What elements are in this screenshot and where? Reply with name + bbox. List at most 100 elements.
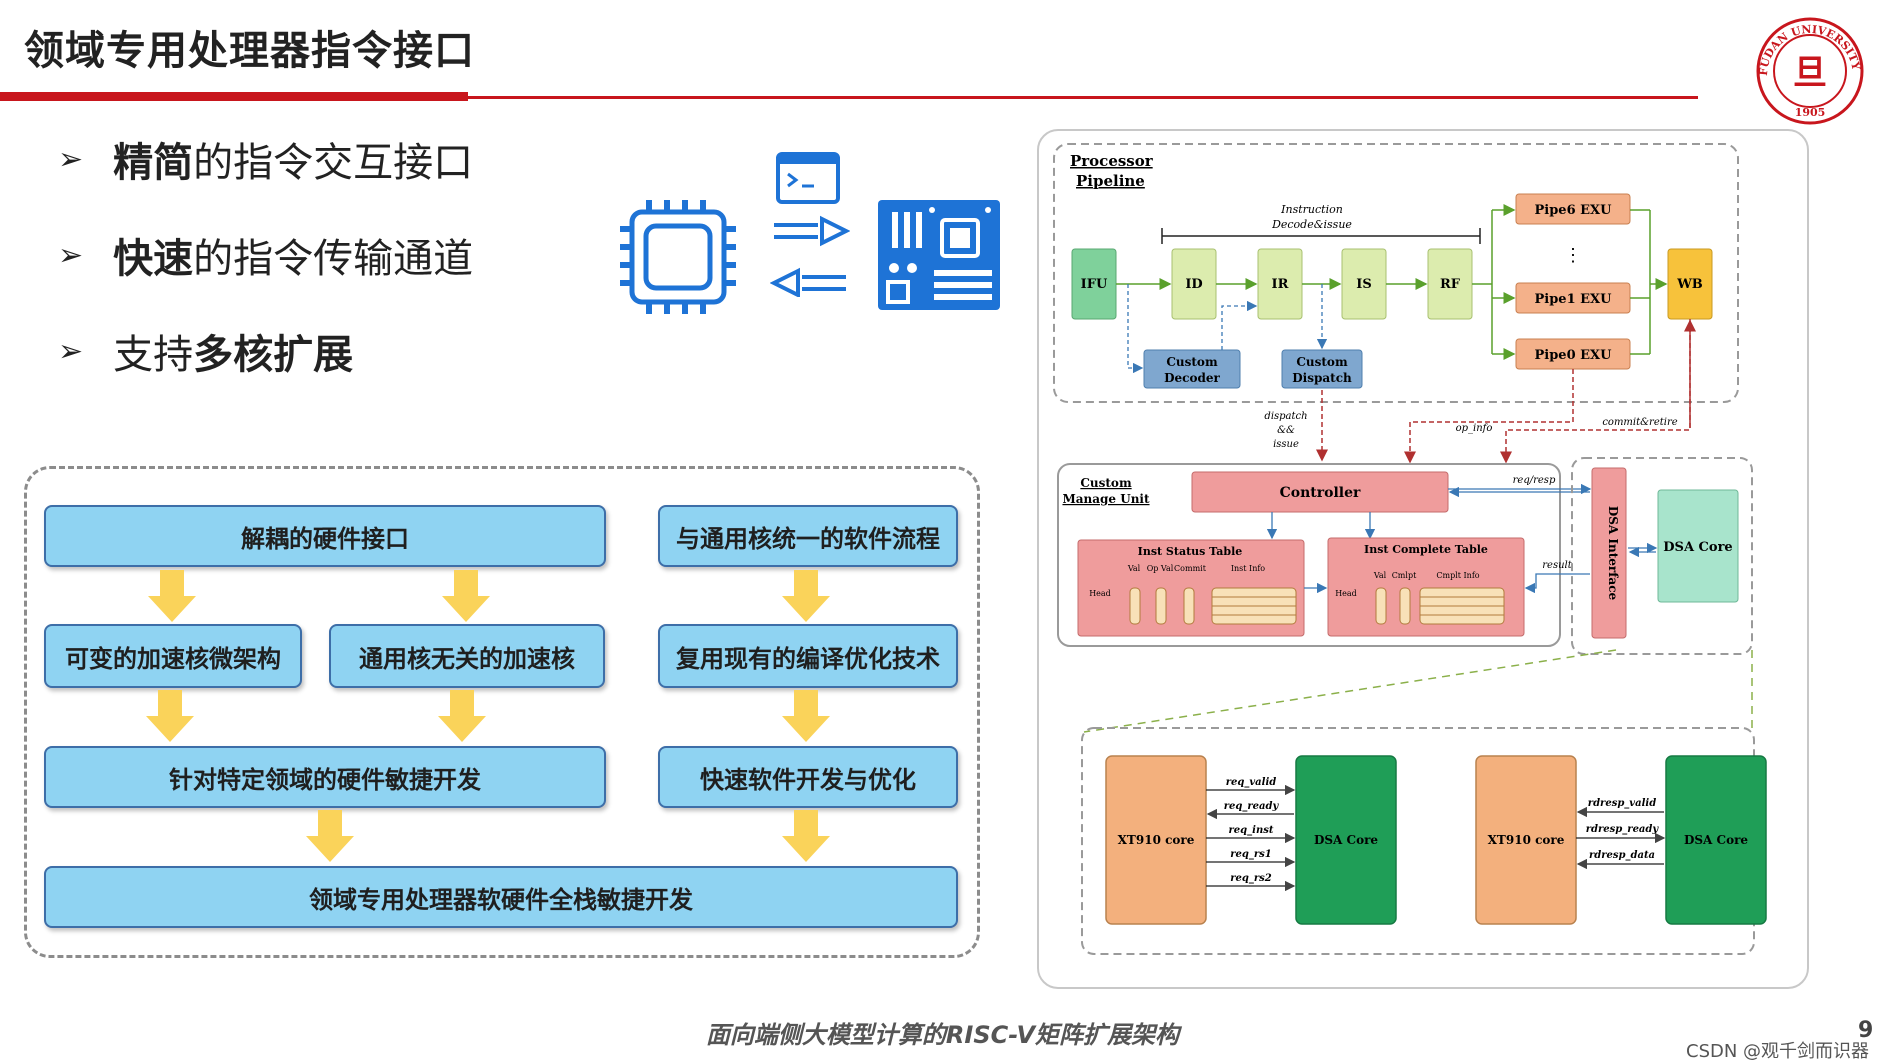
ist-col-val: Val (1127, 564, 1141, 573)
page-number: 9 (1858, 1018, 1874, 1043)
flow-frame (24, 466, 980, 958)
ist-col-info: Inst Info (1231, 564, 1265, 573)
slide-caption: 面向端侧大模型计算的RISC-V矩阵扩展架构 (705, 1021, 1180, 1049)
bidirectional-arrows-icon (770, 215, 850, 297)
cmu-title-2: Manage Unit (1062, 492, 1150, 506)
pipe6-label: Pipe6 EXU (1535, 203, 1613, 218)
flow-box-variable-accel-uarch: 可变的加速核微架构 (44, 624, 302, 688)
wb-label: WB (1676, 277, 1703, 292)
instr-decode-label-1: Instruction (1280, 203, 1343, 216)
ict-head-label: Head (1335, 589, 1357, 598)
dsa-core-label: DSA Core (1663, 540, 1732, 555)
ict-col-info: Cmplt Info (1436, 571, 1479, 580)
custom-decoder-label-1: Custom (1166, 355, 1218, 369)
signal-rdresp-valid: rdresp_valid (1588, 798, 1656, 809)
bullet-arrow-icon: ➢ (58, 237, 84, 273)
architecture-diagram: Processor Pipeline Instruction Decode&is… (1037, 129, 1809, 989)
slide-title: 领域专用处理器指令接口 (24, 28, 475, 74)
chip-icon (620, 200, 736, 314)
flow-box-fullstack-agile: 领域专用处理器软硬件全栈敏捷开发 (44, 866, 958, 928)
ist-rows (1129, 587, 1297, 625)
xt910-label-left: XT910 core (1118, 833, 1195, 847)
logo-glyph: 旦 (1793, 53, 1827, 93)
signal-rdresp-ready: rdresp_ready (1586, 824, 1660, 835)
ist-col-opval: Op Val (1147, 564, 1174, 573)
bullet-2-text: 的指令传输通道 (193, 236, 474, 282)
ist-col-commit: Commit (1174, 564, 1207, 573)
bullet-3: ➢ 支持 多核扩展 (58, 322, 353, 380)
flow-box-core-agnostic-accel: 通用核无关的加速核 (329, 624, 605, 688)
flow-box-domain-hw-agile: 针对特定领域的硬件敏捷开发 (44, 746, 606, 808)
circuit-board-icon (878, 200, 1000, 310)
inst-complete-table-label: Inst Complete Table (1364, 543, 1488, 556)
dsa-core-label-right: DSA Core (1684, 833, 1748, 847)
is-label: IS (1356, 277, 1371, 292)
dsa-interface-label: DSA Interface (1606, 506, 1620, 601)
dsa-region-frame (1571, 457, 1753, 655)
signal-req-valid: req_valid (1226, 777, 1277, 788)
dsa-interface-box (1591, 467, 1627, 639)
instr-decode-label-2: Decode&issue (1271, 218, 1352, 231)
right-signal-lines (1576, 806, 1666, 870)
inst-status-table-label: Inst Status Table (1138, 545, 1243, 558)
custom-decoder-box (1143, 349, 1241, 389)
pipeline-frame (1053, 143, 1739, 403)
signal-req-rs1: req_rs1 (1230, 849, 1271, 860)
cmu-title-1: Custom (1080, 476, 1132, 490)
dispatch-issue-label-1: dispatch (1264, 411, 1307, 422)
bullet-2: ➢ 快速 的指令传输通道 (58, 226, 473, 284)
pipeline-title-1: Processor (1070, 152, 1154, 170)
ict-col-cmlpt: Cmlpt (1392, 571, 1417, 580)
flow-box-reuse-compiler-opt: 复用现有的编译优化技术 (658, 624, 958, 688)
bullet-1: ➢ 精简 的指令交互接口 (58, 130, 473, 188)
pipeline-title-2: Pipeline (1076, 172, 1145, 190)
ir-label: IR (1272, 277, 1289, 292)
custom-dispatch-box (1281, 349, 1363, 389)
terminal-window-icon (776, 152, 840, 204)
ict-rows (1375, 587, 1505, 625)
logo-year: 1905 (1795, 106, 1826, 119)
pipe6-exu-box (1515, 193, 1631, 225)
xt910-core-box-right (1475, 755, 1577, 925)
flow-box-decoupled-hw-interface: 解耦的硬件接口 (44, 505, 606, 567)
dsa-core-box-right (1665, 755, 1767, 925)
pipe0-label: Pipe0 EXU (1535, 348, 1613, 363)
dsa-core-box-left (1295, 755, 1397, 925)
signal-req-ready: req_ready (1224, 801, 1280, 812)
bullet-arrow-icon: ➢ (58, 333, 84, 369)
req-resp-label: req/resp (1513, 475, 1556, 486)
signal-req-rs2: req_rs2 (1230, 873, 1272, 884)
controller-box (1191, 471, 1449, 513)
title-underline-thick (0, 92, 468, 101)
title-underline-thin (468, 96, 1698, 99)
dsa-core-label-left: DSA Core (1314, 833, 1378, 847)
flow-box-fast-sw-dev: 快速软件开发与优化 (658, 746, 958, 808)
custom-dispatch-label-1: Custom (1296, 355, 1348, 369)
bullet-1-bold: 精简 (113, 140, 194, 186)
csdn-watermark: CSDN @观千剑而识器 (1686, 1041, 1870, 1062)
id-label: ID (1185, 277, 1202, 292)
left-signal-lines (1206, 784, 1296, 892)
ellipsis-label: ⋮ (1564, 245, 1582, 266)
custom-manage-unit-frame (1057, 463, 1561, 647)
custom-dispatch-label-2: Dispatch (1292, 371, 1352, 385)
dispatch-issue-label-2: && (1277, 425, 1295, 436)
rf-label: RF (1440, 277, 1461, 292)
bullet-1-text: 的指令交互接口 (193, 140, 474, 186)
op-info-label: op_info (1456, 423, 1493, 434)
pipe1-label: Pipe1 EXU (1535, 292, 1613, 307)
signal-req-inst: req_inst (1229, 825, 1274, 836)
bullet-arrow-icon: ➢ (58, 141, 84, 177)
bullet-3-bold: 多核扩展 (193, 332, 354, 378)
xt910-core-box-left (1105, 755, 1207, 925)
dispatch-issue-label-3: issue (1273, 439, 1299, 450)
commit-retire-label: commit&retire (1602, 417, 1677, 428)
ist-head-label: Head (1089, 589, 1111, 598)
dsa-core-box (1657, 489, 1739, 603)
bullet-3-text: 支持 (113, 332, 194, 378)
result-label: result (1542, 560, 1572, 571)
ict-col-val: Val (1373, 571, 1387, 580)
fudan-logo: FUDAN UNIVERSITY 1905 旦 (1756, 17, 1864, 125)
signal-rdresp-data: rdresp_data (1589, 850, 1655, 861)
xt910-label-right: XT910 core (1488, 833, 1565, 847)
